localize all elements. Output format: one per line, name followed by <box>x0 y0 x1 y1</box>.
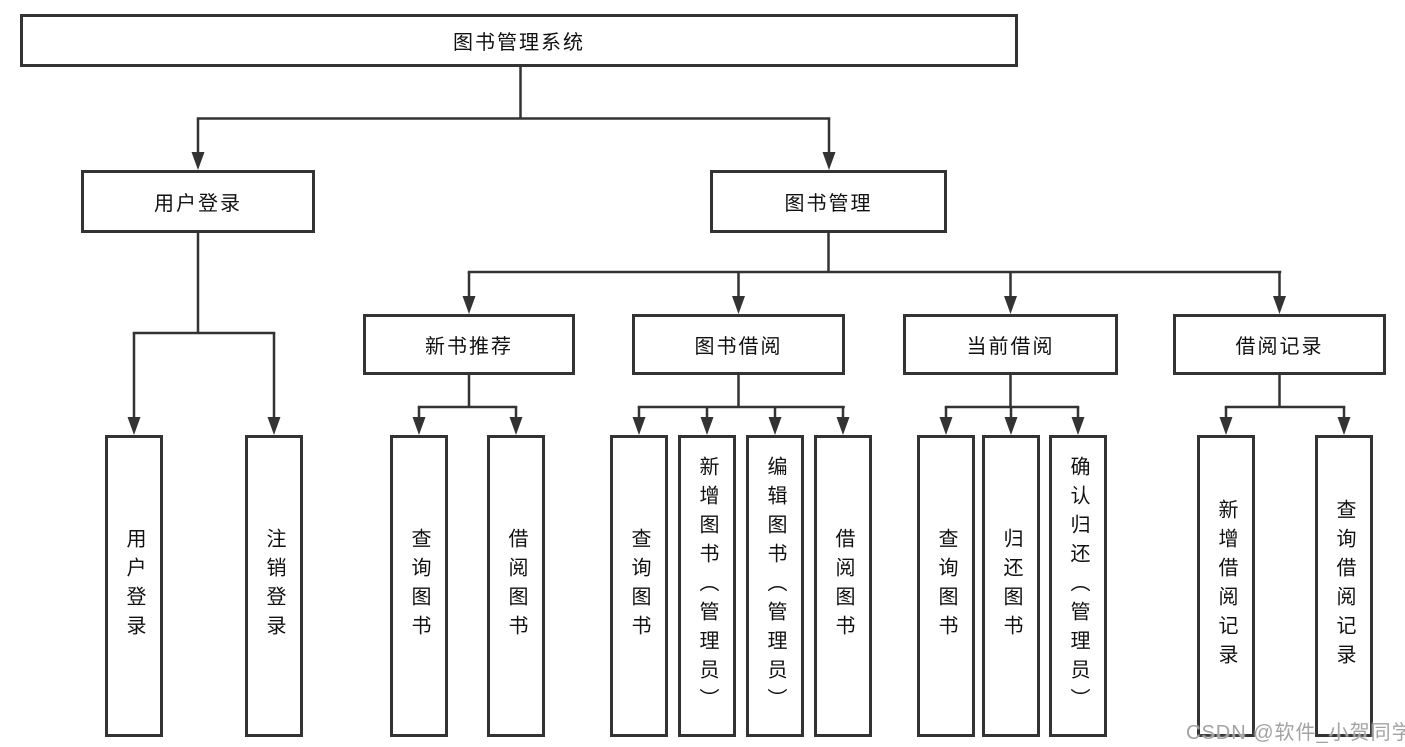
leaf-borrow-books-recommend: 借阅图书 <box>487 435 545 737</box>
leaf-query-books-recommend: 查询图书 <box>390 435 448 737</box>
leaf-logout: 注销登录 <box>245 435 303 737</box>
leaf-confirm-return-admin-label: 确认归还（管理员） <box>1067 455 1089 717</box>
node-current-borrow-label: 当前借阅 <box>966 336 1055 358</box>
leaf-query-borrow-record: 查询借阅记录 <box>1315 435 1373 737</box>
leaf-logout-label: 注销登录 <box>263 528 285 644</box>
connector-current-borrow-to-leaves <box>939 375 1085 435</box>
leaf-edit-books-admin: 编辑图书（管理员） <box>746 435 804 737</box>
node-user-login-label: 用户登录 <box>154 193 242 215</box>
node-book-borrow: 图书借阅 <box>632 314 845 375</box>
connector-user-login-to-leaves <box>127 233 281 435</box>
leaf-add-borrow-record-label: 新增借阅记录 <box>1215 499 1237 673</box>
node-book-management-label: 图书管理 <box>784 193 873 215</box>
connector-root-to-level2 <box>191 66 836 170</box>
node-book-management: 图书管理 <box>710 170 947 233</box>
node-borrow-records-label: 借阅记录 <box>1235 336 1324 358</box>
leaf-return-books-label: 归还图书 <box>1000 528 1022 644</box>
node-book-borrow-label: 图书借阅 <box>694 336 783 358</box>
leaf-query-books-current-label: 查询图书 <box>935 528 957 644</box>
leaf-edit-books-admin-label: 编辑图书（管理员） <box>764 455 786 717</box>
leaf-query-books-borrow-label: 查询图书 <box>628 528 650 644</box>
leaf-user-login-label: 用户登录 <box>123 528 145 644</box>
connector-borrow-records-to-leaves <box>1219 375 1351 435</box>
node-new-book-recommend-label: 新书推荐 <box>425 336 513 358</box>
leaf-user-login: 用户登录 <box>105 435 163 737</box>
leaf-borrow-books-label: 借阅图书 <box>832 528 854 644</box>
leaf-query-books-current: 查询图书 <box>917 435 975 737</box>
connector-new-book-rec-to-leaves <box>412 375 523 435</box>
leaf-borrow-books-recommend-label: 借阅图书 <box>505 528 527 644</box>
node-library-system-label: 图书管理系统 <box>453 32 585 54</box>
leaf-borrow-books: 借阅图书 <box>814 435 872 737</box>
leaf-query-borrow-record-label: 查询借阅记录 <box>1333 499 1355 673</box>
csdn-watermark: CSDN @软件_小贺同学 <box>1186 722 1405 744</box>
node-current-borrow: 当前借阅 <box>903 314 1118 375</box>
node-user-login: 用户登录 <box>81 170 315 233</box>
leaf-query-books-recommend-label: 查询图书 <box>408 528 430 644</box>
connector-book-mgmt-to-level3 <box>462 233 1286 314</box>
leaf-query-books-borrow: 查询图书 <box>610 435 668 737</box>
leaf-add-books-admin-label: 新增图书（管理员） <box>696 455 718 717</box>
node-borrow-records: 借阅记录 <box>1173 314 1386 375</box>
leaf-confirm-return-admin: 确认归还（管理员） <box>1049 435 1107 737</box>
leaf-return-books: 归还图书 <box>982 435 1040 737</box>
node-library-system: 图书管理系统 <box>20 14 1018 67</box>
connector-book-borrow-to-leaves <box>632 375 850 435</box>
node-new-book-recommend: 新书推荐 <box>363 314 575 375</box>
leaf-add-books-admin: 新增图书（管理员） <box>678 435 736 737</box>
leaf-add-borrow-record: 新增借阅记录 <box>1197 435 1255 737</box>
